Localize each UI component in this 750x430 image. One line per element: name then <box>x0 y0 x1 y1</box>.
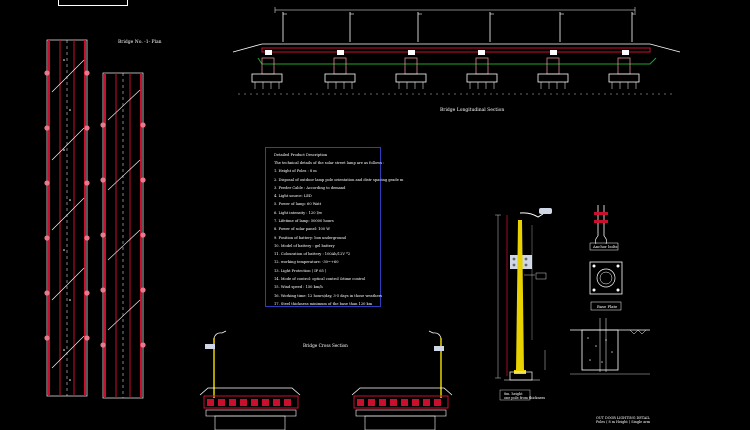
spec-item: 17. Steel thickness minimum of the base … <box>274 301 373 306</box>
pole-height-note-line-2: one pole from thickness <box>504 396 546 400</box>
bridge-longitudinal-section <box>232 7 681 95</box>
spec-item: 16. Working time: 12 hours/day, 3-5 days… <box>274 293 383 298</box>
product-description-panel: Detailed Product Description The technic… <box>265 147 404 307</box>
anchor-bolts-detail <box>589 205 619 251</box>
spec-item: 8. Power of solar panel: 100 W <box>274 227 330 232</box>
bridge-plan-strip-1 <box>44 39 90 397</box>
lighting-detail-title: OUT DOOR LIGHTING DETAIL Poles ( 8 m Hei… <box>596 416 650 424</box>
spec-item: 4. Light source: LED <box>274 194 312 199</box>
spec-item: 12. working temperature: -30~+60 <box>274 260 339 265</box>
base-plate-detail <box>589 261 623 311</box>
spec-item: 10. Model of battery : gel battery <box>274 243 335 248</box>
spec-item: 7. Lifetime of lamp: 50000 hours <box>274 218 334 223</box>
spec-item: 15. Wind speed : 150 km/h <box>274 285 323 290</box>
foundation-section-detail <box>570 318 650 375</box>
spec-item: 1. Height of Poles : 8 m <box>274 169 317 174</box>
spec-title: Detailed Product Description <box>274 153 328 157</box>
pole-height-note: 8m. height one pole from thickness <box>504 392 545 400</box>
pole-height-note-line-1: 8m. height <box>504 392 523 396</box>
spec-item: 11. Colouration of battery : 100Ah/12V *… <box>274 252 351 257</box>
bridge-cross-section-right <box>351 330 453 430</box>
spec-item: 13. Light Protection ( IP 65 ) <box>274 268 327 273</box>
lighting-detail-title-line-2: Poles ( 8 m Height ) Single arm <box>596 420 651 425</box>
spec-item: 14. Mode of control: optical control &ti… <box>274 276 366 281</box>
base-plate-label: Base Plate <box>597 304 618 309</box>
anchor-bolts-label: Anchor bolts <box>593 244 618 249</box>
lighting-detail-title-line-1: OUT DOOR LIGHTING DETAIL <box>596 416 650 420</box>
bridge-plan-strip-2 <box>100 72 146 399</box>
spec-list: 1. Height of Poles : 8 m 2. Disposal of o… <box>274 169 404 306</box>
spec-item: 9. Position of battery: box underground <box>274 235 346 240</box>
cross-section-title: Bridge Cross Section <box>303 343 348 348</box>
spec-item: 3. Feeder Cable : According to demand <box>274 185 346 190</box>
longitudinal-section-title: Bridge Longitudinal Section <box>440 108 505 113</box>
light-pole-elevation <box>495 208 552 401</box>
spec-item: 6. Light intensity : 120 l/w <box>274 210 323 215</box>
spec-item: 5. Power of lamp: 60 Watt <box>274 202 322 207</box>
spec-item: 2. Disposal of outdoor lamp pole orienta… <box>274 177 404 182</box>
bridge-cross-section-left <box>199 330 301 430</box>
plan-top-frame <box>58 0 128 6</box>
plan-title: Bridge No. -1- Plan <box>118 40 162 45</box>
spec-intro: The technical details of the solar stree… <box>274 161 385 166</box>
